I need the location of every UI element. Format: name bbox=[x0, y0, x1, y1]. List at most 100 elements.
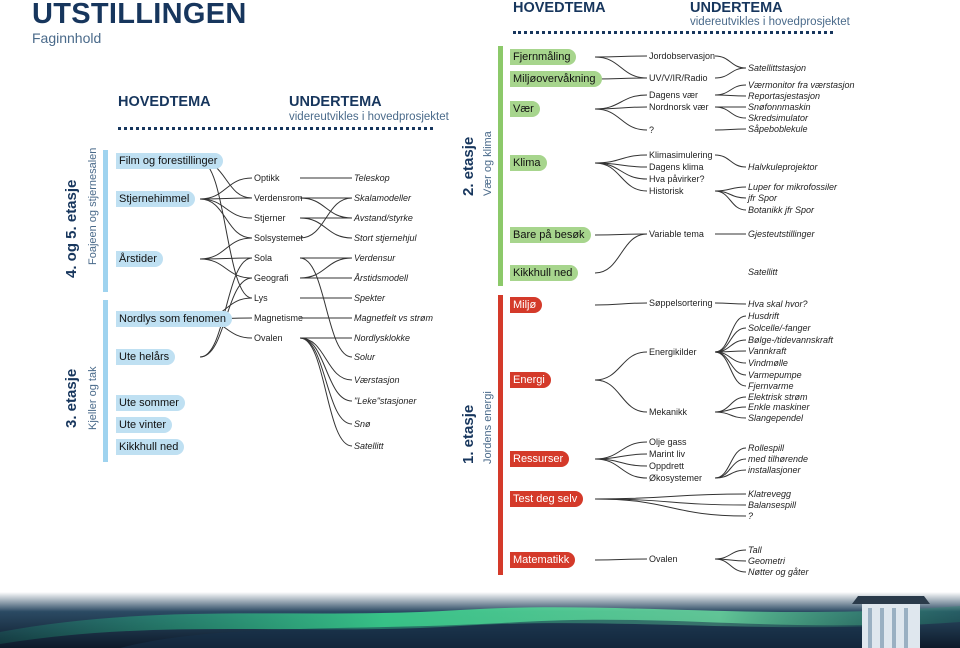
sub-topic-skalamodeller: Skalamodeller bbox=[354, 193, 412, 203]
left-under-header: UNDERTEMA bbox=[289, 94, 382, 110]
mid-topic-olje-gass: Olje gass bbox=[649, 437, 687, 447]
mid-topic-geografi: Geografi bbox=[254, 273, 289, 283]
left-under-subheader: videreutvikles i hovedprosjektet bbox=[289, 111, 449, 123]
sub-topic-luper: Luper for mikrofossiler bbox=[748, 182, 838, 192]
main-topic-kikkhull-ned-right: Kikkhull ned bbox=[510, 265, 579, 281]
main-topic-ute-sommer: Ute sommer bbox=[116, 395, 185, 411]
sub-topic-vindmolle: Vindmølle bbox=[748, 358, 788, 368]
main-topic-film: Film og forestillinger bbox=[116, 153, 224, 169]
sub-topic-slangependel: Slangependel bbox=[748, 413, 804, 423]
sub-topic-solur: Solur bbox=[354, 352, 376, 362]
main-topic-klima: Klima bbox=[510, 155, 547, 171]
main-topic-nordlys: Nordlys som fenomen bbox=[116, 311, 232, 327]
sub-topic-enkle-maskiner: Enkle maskiner bbox=[748, 402, 810, 412]
sub-topic-gjesteutstillinger: Gjesteutstillinger bbox=[748, 229, 815, 239]
mid-topic-nordnorsk-var: Nordnorsk vær bbox=[649, 102, 709, 112]
right-under-subheader: videreutvikles i hovedprosjektet bbox=[690, 16, 850, 28]
mid-topic-jordobservasjon: Jordobservasjon bbox=[649, 51, 716, 61]
mid-topic-klimasimulering: Klimasimulering bbox=[649, 150, 713, 160]
main-topic-test-deg-selv: Test deg selv bbox=[510, 491, 584, 507]
mid-topic-sola: Sola bbox=[254, 253, 273, 263]
mid-topic-marint-liv: Marint liv bbox=[649, 449, 686, 459]
sub-topic-spekter: Spekter bbox=[354, 293, 386, 303]
sub-topic-solcelle: Solcelle/-fanger bbox=[748, 323, 811, 333]
sub-topic-satellittstasjon: Satellittstasjon bbox=[748, 63, 807, 73]
right-under-header: UNDERTEMA bbox=[690, 0, 783, 16]
main-topic-miljo: Miljø bbox=[510, 297, 543, 313]
sub-topic-hva-skal-hvor: Hva skal hvor? bbox=[748, 299, 808, 309]
mid-topic-optikk: Optikk bbox=[254, 173, 280, 183]
main-topic-var: Vær bbox=[510, 101, 540, 117]
sub-topic-avstand: Avstand/styrke bbox=[354, 213, 413, 223]
sub-topic-question-test: ? bbox=[748, 511, 754, 521]
mid-topic-magnetisme: Magnetisme bbox=[254, 313, 304, 323]
mid-topic-variable-tema: Variable tema bbox=[649, 229, 704, 239]
sub-topic-husdrift: Husdrift bbox=[748, 311, 780, 321]
sub-topic-lekestasjoner: "Leke"stasjoner bbox=[354, 396, 417, 406]
sub-topic-teleskop: Teleskop bbox=[354, 173, 390, 183]
main-topic-fjernmaling: Fjernmåling bbox=[510, 49, 577, 65]
mid-topic-ovalen-right: Ovalen bbox=[649, 554, 678, 564]
page-subtitle: Faginnhold bbox=[32, 30, 102, 46]
sub-topic-sno: Snø bbox=[354, 419, 371, 429]
floor-1-bar bbox=[498, 295, 503, 575]
sub-topic-nordlysklokke: Nordlysklokke bbox=[354, 333, 411, 343]
mid-topic-historisk: Historisk bbox=[649, 186, 684, 196]
mid-topic-mekanikk: Mekanikk bbox=[649, 407, 688, 417]
main-topic-arstider: Årstider bbox=[116, 251, 163, 267]
sub-topic-balansespill: Balansespill bbox=[748, 500, 797, 510]
sub-topic-botanikk: Botanikk jfr Spor bbox=[748, 205, 815, 215]
sub-topic-stjernehjul: Stort stjernehjul bbox=[354, 233, 417, 243]
sub-topic-reportasjestasjon: Reportasjestasjon bbox=[748, 91, 821, 101]
sub-topic-halvkuleprojektor: Halvkuleprojektor bbox=[748, 162, 818, 172]
sub-topic-tall: Tall bbox=[748, 545, 762, 555]
sub-topic-satellitt-left: Satellitt bbox=[354, 441, 384, 451]
sub-topic-magnetfelt: Magnetfelt vs strøm bbox=[354, 313, 434, 323]
floor-4-5-bar bbox=[103, 150, 108, 292]
sub-topic-rollespill: Rollespill bbox=[748, 443, 785, 453]
mid-topic-okosystemer: Økosystemer bbox=[649, 473, 703, 483]
sub-topic-varstasjon-left: Værstasjon bbox=[354, 375, 400, 385]
mid-topic-stjerner: Stjerner bbox=[254, 213, 286, 223]
sub-topic-jfr-spor: jfr Spor bbox=[748, 193, 778, 203]
sub-topic-satellitt-right: Satellitt bbox=[748, 267, 778, 277]
page-title: UTSTILLINGEN bbox=[32, 0, 247, 30]
mid-topic-solsystemet: Solsystemet bbox=[254, 233, 304, 243]
mid-topic-soppelsortering: Søppelsortering bbox=[649, 298, 713, 308]
sub-topic-med-tilhorende: med tilhørende bbox=[748, 454, 809, 464]
right-main-header: HOVEDTEMA bbox=[513, 0, 606, 16]
sub-topic-installasjoner: installasjoner bbox=[748, 465, 801, 475]
main-topic-ute-vinter: Ute vinter bbox=[116, 417, 173, 433]
mid-topic-lys: Lys bbox=[254, 293, 268, 303]
main-topic-stjernehimmel: Stjernehimmel bbox=[116, 191, 196, 207]
mid-topic-oppdrett: Oppdrett bbox=[649, 461, 685, 471]
sub-topic-varmonitor: Værmonitor fra værstasjon bbox=[748, 80, 855, 90]
sub-topic-snofonnmaskin: Snøfonnmaskin bbox=[748, 102, 811, 112]
main-topic-ressurser: Ressurser bbox=[510, 451, 570, 467]
mid-topic-ovalen-left: Ovalen bbox=[254, 333, 283, 343]
sub-topic-klatrevegg: Klatrevegg bbox=[748, 489, 792, 499]
sub-topic-notter: Nøtter og gåter bbox=[748, 567, 809, 577]
mid-topic-verdensrom: Verdensrom bbox=[254, 193, 303, 203]
sub-topic-skredsimulator: Skredsimulator bbox=[748, 113, 809, 123]
sub-topic-varmepumpe: Varmepumpe bbox=[748, 370, 802, 380]
main-topic-ute-helars: Ute helårs bbox=[116, 349, 176, 365]
aurora-photo bbox=[0, 592, 960, 648]
main-topic-bare-pa-besok: Bare på besøk bbox=[510, 227, 591, 243]
sub-topic-verdensur: Verdensur bbox=[354, 253, 396, 263]
left-main-header: HOVEDTEMA bbox=[118, 94, 211, 110]
right-header-divider bbox=[513, 31, 833, 34]
mid-topic-dagens-klima: Dagens klima bbox=[649, 162, 704, 172]
main-topic-kikkhull-ned-left: Kikkhull ned bbox=[116, 439, 185, 455]
floor-2-bar bbox=[498, 46, 503, 286]
mid-topic-uv-radio: UV/V/IR/Radio bbox=[649, 73, 708, 83]
sub-topic-saapeboblekule: Såpeboblekule bbox=[748, 124, 808, 134]
main-topic-matematikk: Matematikk bbox=[510, 552, 576, 568]
mid-topic-hva-pavirker: Hva påvirker? bbox=[649, 174, 705, 184]
sub-topic-geometri: Geometri bbox=[748, 556, 786, 566]
sub-topic-fjernvarme: Fjernvarme bbox=[748, 381, 794, 391]
sub-topic-elektrisk-strom: Elektrisk strøm bbox=[748, 392, 808, 402]
left-header-divider bbox=[118, 127, 433, 130]
main-topic-energi: Energi bbox=[510, 372, 551, 388]
